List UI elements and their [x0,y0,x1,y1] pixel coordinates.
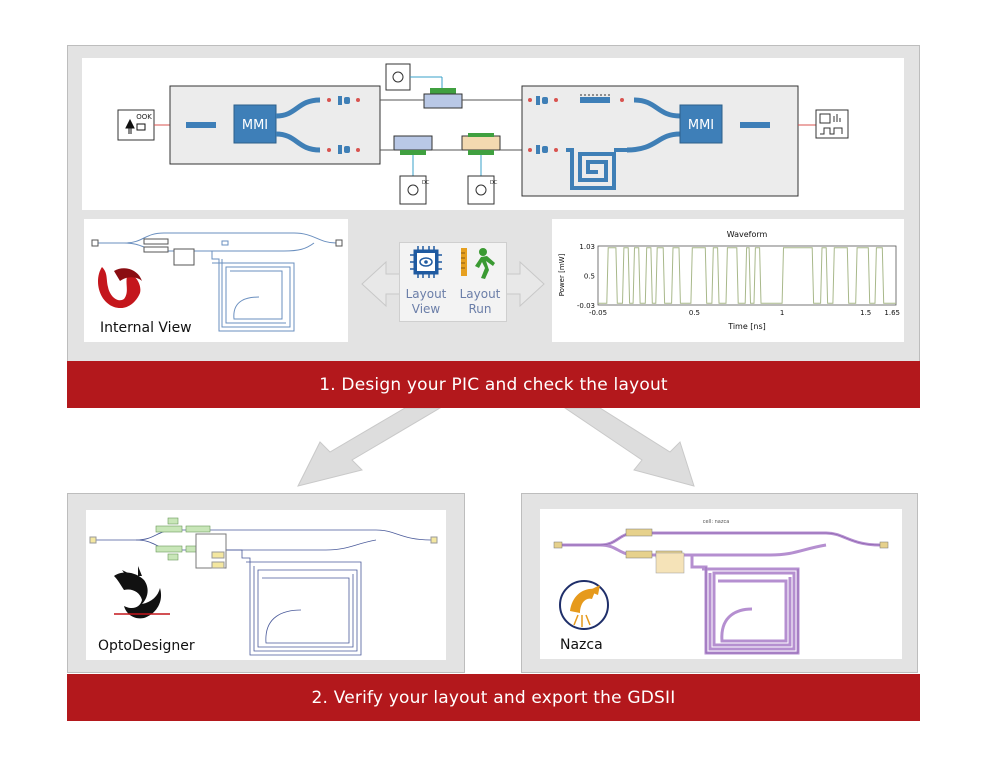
internal-view-box: Internal View [84,219,348,342]
internal-view-label: Internal View [100,320,192,336]
x-tick-label: 1.5 [860,309,871,317]
y-tick-label: 0.5 [584,273,595,281]
chart-title: Waveform [727,230,768,239]
x-tick-label: 0.5 [689,309,700,317]
mmi-left[interactable] [233,104,277,144]
layout-run-label-1: Layout [459,287,501,301]
layout-view-button[interactable]: Layout View [401,244,451,320]
circuit-schematic: OOK MMI [117,63,849,205]
optodesigner-logo [114,566,170,619]
internal-view-layout [91,232,343,332]
nazca-label: Nazca [560,637,603,653]
nazca-cell-title: cell: nazca [703,519,730,525]
waveform-chart-box: Waveform 1.03 0.5 -0.03 -0.05 0.5 1 1.5 1.65 T… [552,219,904,342]
nazca-layout-box: cell: nazca Nazca [540,509,902,659]
plot-frame [597,245,897,306]
running-man-icon [461,248,495,279]
circuit-schematic-area: OOK MMI [82,58,904,210]
x-tick-label: 1 [780,309,784,317]
nazca-layout: cell: nazca [553,519,889,655]
phase-shifter-top[interactable] [423,93,463,109]
x-tick-label: -0.05 [589,309,607,317]
mmi-right[interactable] [679,104,723,144]
input-taper [186,122,216,128]
dc-source-bottom-2[interactable] [467,175,495,205]
internal-view-logo [98,267,142,309]
layout-run-button[interactable]: Layout Run [455,244,505,320]
layout-run-label-2: Run [468,302,492,316]
flow-arrows [297,408,695,487]
waveform-series-line [598,247,896,304]
dc-source-bottom-1[interactable] [399,175,427,205]
y-axis-label: Power [mW] [558,253,566,296]
dc-label-2: DC [490,180,498,186]
optodesigner-label: OptoDesigner [98,638,195,654]
step1-banner: 1. Design your PIC and check the layout [67,361,920,408]
optodesigner-layout [89,517,438,656]
y-tick-label: 1.03 [579,243,595,251]
step2-banner: 2. Verify your layout and export the GDS… [67,674,920,721]
layout-view-label-2: View [411,302,441,316]
chip-icon [410,246,442,278]
layout-view-label-1: Layout [405,287,447,301]
x-tick-label: 1.65 [884,309,900,317]
spiral-delay-line [566,148,627,190]
optodesigner-layout-box: OptoDesigner [86,510,446,660]
y-tick-label: -0.03 [577,302,595,310]
ook-source-label: OOK [136,113,152,121]
optical-analyzer[interactable] [815,109,849,139]
mmi-right-label: MMI [688,118,714,133]
ook-source[interactable]: OOK [117,109,155,141]
nazca-logo [559,580,609,630]
dc-source-top[interactable] [385,63,411,91]
phase-shifter-bottom-2[interactable] [461,135,501,151]
phase-shifter-bottom-1[interactable] [393,135,433,151]
waveform-chart: Waveform 1.03 0.5 -0.03 -0.05 0.5 1 1.5 1.65 T… [558,230,900,331]
dc-label-1: DC [422,180,430,186]
x-axis-label: Time [ns] [727,322,766,331]
mmi-left-label: MMI [242,118,268,133]
